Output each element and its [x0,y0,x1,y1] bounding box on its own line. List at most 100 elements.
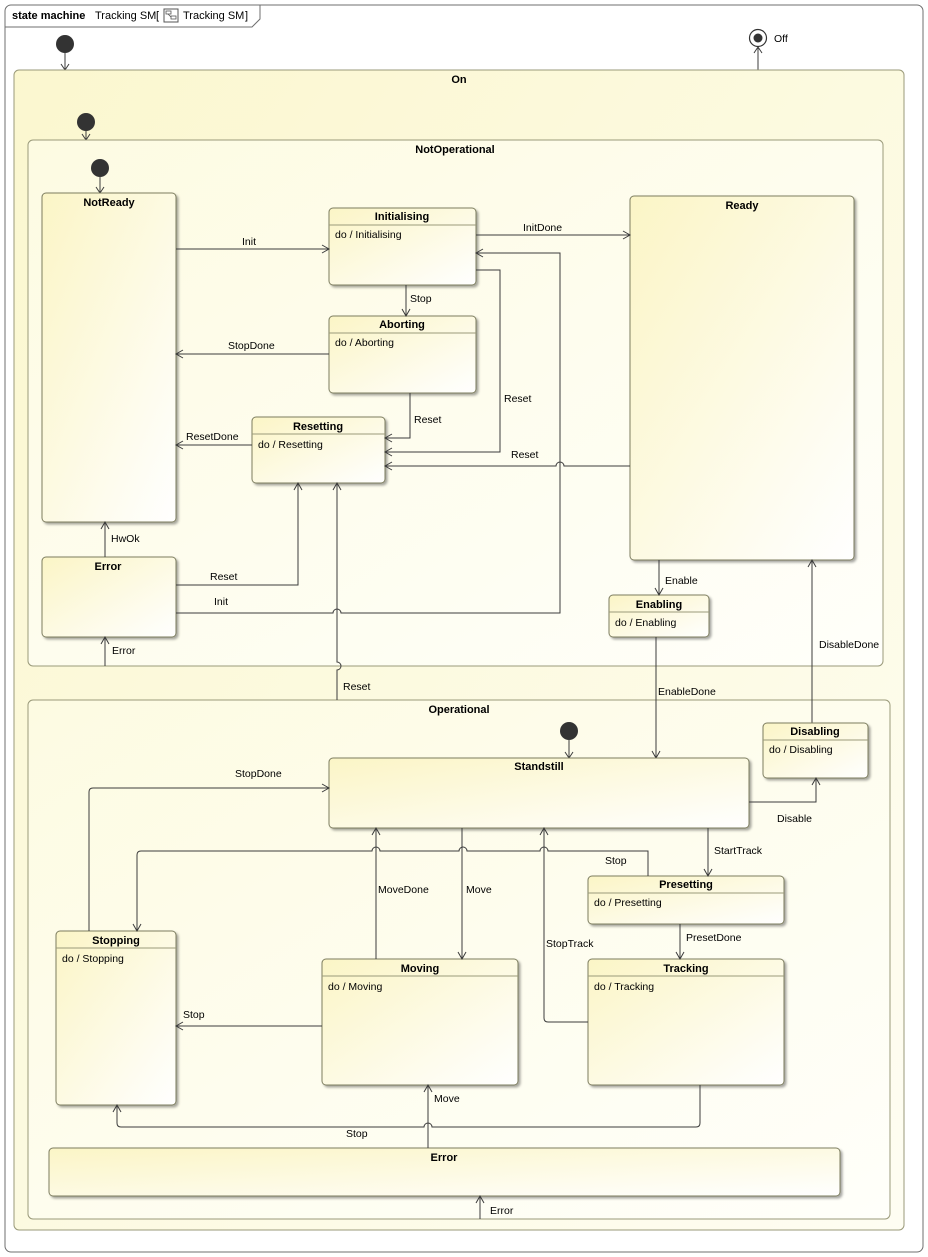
initial-pseudostate-operational [560,722,578,740]
transition-preset-done [675,924,685,961]
transition-stop-done-label: StopDone [228,340,275,352]
transition-stop-track-label: StopTrack [546,938,594,950]
transition-move-done [371,826,381,959]
state-moving-activity: do / Moving [328,981,382,993]
state-not-ready [41,192,177,523]
transition-stop-presetting [132,846,649,933]
state-disabling-activity: do / Disabling [769,744,833,756]
transition-stop-done-operational [88,783,331,931]
header-ref-name: Tracking SM [183,10,244,22]
transition-hw-ok-label: HwOk [111,533,140,545]
transition-reset-error [176,481,303,586]
transition-enable-label: Enable [665,575,698,587]
state-presetting-title: Presetting [659,879,713,891]
transition-disable-done-label: DisableDone [819,639,879,651]
state-error-not-operational [41,556,177,638]
state-standstill [328,757,750,829]
transition-move-error-label: Move [434,1093,460,1105]
transition-hw-ok [100,520,110,557]
transition-init-label: Init [242,236,256,248]
transition-error-operational-label: Error [490,1205,514,1217]
initial-pseudostate-not-operational [91,159,109,177]
initial-pseudostate-on [77,113,95,131]
transition-reset-aborting-label: Reset [414,414,442,426]
transition-stop-moving [174,1021,322,1031]
transition-stop-tracking-label: Stop [346,1128,368,1140]
transition-error-not-operational-label: Error [112,645,136,657]
transition-move-label: Move [466,884,492,896]
state-tracking-title: Tracking [663,963,708,975]
state-error-operational-title: Error [431,1152,459,1164]
state-error-operational [48,1147,841,1197]
state-ready-title: Ready [725,200,759,212]
initial-pseudostate-top [56,35,74,53]
transition-reset-initialising [383,269,501,457]
transition-reset-error-label: Reset [210,571,238,583]
transition-init-error [176,248,561,614]
transition-stop-tracking [112,1085,701,1128]
transition-enable [654,560,664,597]
transition-init-done-label: InitDone [523,222,562,234]
transition-reset-done [174,440,252,450]
header-name: Tracking SM [95,10,156,22]
state-tracking [587,958,785,1086]
transition-move [457,828,467,961]
transition-init-done [476,230,632,240]
header-bracket-open: [ [156,10,159,22]
header-bracket-close: ] [245,10,248,22]
transition-disable-done [807,558,817,723]
transition-start-track [703,828,713,878]
state-disabling-title: Disabling [790,726,840,738]
transition-reset-operational [332,481,342,700]
header-kind: state machine [12,10,85,22]
transition-stop-presetting-label: Stop [605,855,627,867]
state-error-not-operational-title: Error [95,561,123,573]
transition-reset-aborting [383,393,411,443]
transition-reset-ready-label: Reset [511,449,539,461]
transition-stop [401,285,411,318]
final-state-off [748,28,768,48]
state-standstill-title: Standstill [514,761,564,773]
transition-error-not-operational [100,635,110,666]
state-resetting-title: Resetting [293,421,343,433]
transition-move-error [423,1083,433,1148]
transition-stop-label: Stop [410,293,432,305]
transition-reset-initialising-label: Reset [504,393,532,405]
state-initialising-title: Initialising [375,211,429,223]
transition-enable-done-label: EnableDone [658,686,716,698]
state-aborting-title: Aborting [379,319,425,331]
state-initialising-activity: do / Initialising [335,229,402,241]
transition-error-operational [475,1194,485,1219]
state-machine-icon [163,8,179,23]
state-initialising [328,207,477,286]
transition-disable-label: Disable [777,813,812,825]
state-on-title: On [451,74,467,86]
transition-start-track-label: StartTrack [714,845,763,857]
transition-disable [749,776,821,803]
transition-reset-operational-label: Reset [343,681,371,693]
transition-stop-done-operational-label: StopDone [235,768,282,780]
state-stopping-title: Stopping [92,935,140,947]
state-enabling-activity: do / Enabling [615,617,676,629]
state-tracking-activity: do / Tracking [594,981,654,993]
state-presetting [587,875,785,925]
state-moving-title: Moving [401,963,440,975]
state-stopping [55,930,177,1106]
state-not-ready-title: NotReady [83,197,135,209]
state-enabling-title: Enabling [636,599,682,611]
transition-init [176,244,331,254]
state-ready [629,195,855,561]
state-operational-title: Operational [428,704,489,716]
transition-move-done-label: MoveDone [378,884,429,896]
transition-init-error-label: Init [214,596,228,608]
state-presetting-activity: do / Presetting [594,897,662,909]
state-moving [321,958,519,1086]
transition-stop-moving-label: Stop [183,1009,205,1021]
frame-tab [5,5,261,28]
transition-stop-done [174,349,329,359]
transition-preset-done-label: PresetDone [686,932,742,944]
state-stopping-activity: do / Stopping [62,953,124,965]
transition-reset-done-label: ResetDone [186,431,239,443]
state-not-operational-title: NotOperational [415,144,494,156]
